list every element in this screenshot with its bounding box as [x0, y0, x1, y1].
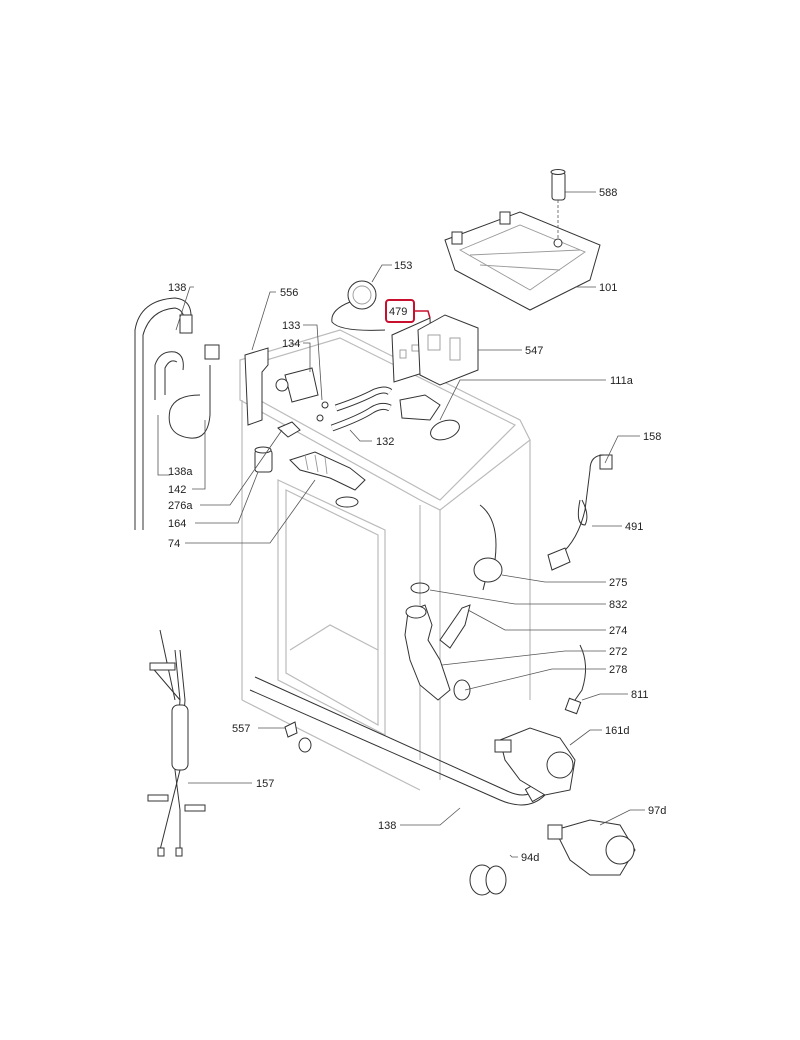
- pump-filter: [469, 864, 507, 896]
- label-153[interactable]: 153: [394, 260, 412, 272]
- label-276a[interactable]: 276a: [168, 500, 193, 512]
- label-556[interactable]: 556: [280, 287, 298, 299]
- label-588[interactable]: 588: [599, 187, 617, 199]
- label-138a[interactable]: 138a: [168, 466, 193, 478]
- valve-bracket: [244, 347, 269, 426]
- label-479[interactable]: 479: [389, 306, 407, 318]
- siphon-cap: [550, 169, 566, 248]
- label-97d[interactable]: 97d: [648, 805, 666, 817]
- label-811[interactable]: 811: [631, 689, 649, 701]
- label-557[interactable]: 557: [232, 723, 250, 735]
- clips: [284, 721, 312, 753]
- label-491[interactable]: 491: [625, 521, 643, 533]
- door-lock-module: [417, 314, 479, 386]
- drain-inlet-hoses: [134, 297, 220, 530]
- inlet-hoses: [330, 386, 393, 432]
- switch-with-ring: [399, 394, 460, 441]
- label-74[interactable]: 74: [168, 538, 180, 550]
- label-272[interactable]: 272: [609, 646, 627, 658]
- label-275[interactable]: 275: [609, 577, 627, 589]
- wiring-harness: [147, 629, 206, 857]
- pump-housing: [547, 819, 636, 876]
- sensor-hose: [564, 644, 586, 715]
- sump-hose-assembly: [404, 582, 471, 701]
- power-cord: [547, 454, 613, 571]
- inlet-valve: [275, 367, 329, 422]
- label-132[interactable]: 132: [376, 436, 394, 448]
- detergent-drawer: [444, 211, 601, 311]
- label-164[interactable]: 164: [168, 518, 186, 530]
- label-101[interactable]: 101: [599, 282, 617, 294]
- label-161d[interactable]: 161d: [605, 725, 629, 737]
- drain-pump: [494, 727, 576, 796]
- label-157[interactable]: 157: [256, 778, 274, 790]
- highlight-arrow: [414, 310, 431, 319]
- label-158[interactable]: 158: [643, 431, 661, 443]
- part-labels: 588 101 153 479 547 111a 138 556 133 134…: [168, 187, 666, 864]
- label-138-top[interactable]: 138: [168, 282, 186, 294]
- label-832[interactable]: 832: [609, 599, 627, 611]
- label-274[interactable]: 274: [609, 625, 627, 637]
- suppressor-and-gasket: [254, 421, 301, 473]
- label-111a[interactable]: 111a: [610, 375, 634, 387]
- pressure-chamber: [473, 504, 503, 591]
- label-134[interactable]: 134: [282, 338, 300, 350]
- label-142[interactable]: 142: [168, 484, 186, 496]
- label-138-bottom[interactable]: 138: [378, 820, 396, 832]
- leader-lines: [157, 191, 645, 858]
- label-94d[interactable]: 94d: [521, 852, 539, 864]
- label-278[interactable]: 278: [609, 664, 627, 676]
- label-547[interactable]: 547: [525, 345, 543, 357]
- cabinet-frame: [239, 329, 531, 791]
- label-133[interactable]: 133: [282, 320, 300, 332]
- pressure-switch: [331, 280, 386, 331]
- sump-hose: [289, 451, 366, 508]
